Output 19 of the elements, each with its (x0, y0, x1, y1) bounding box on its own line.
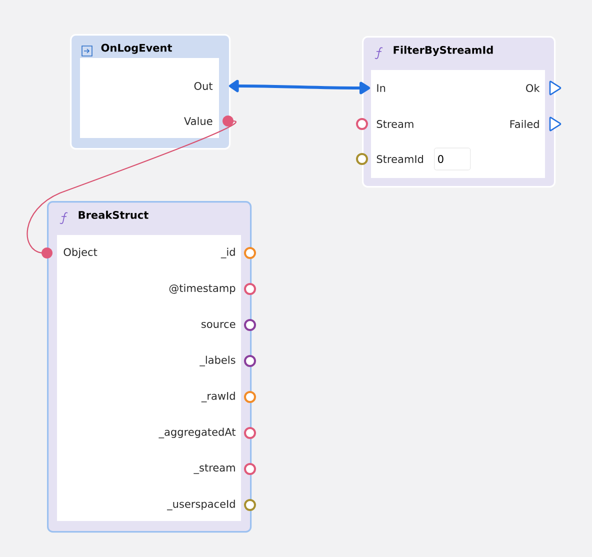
port-label: _rawId (201, 392, 235, 402)
port-label: source (202, 322, 236, 328)
connector (26, 120, 236, 254)
port-label: StreamId (376, 154, 423, 164)
port-label: Stream (376, 120, 414, 128)
connector (229, 80, 370, 94)
input-field: 0 (434, 148, 471, 170)
port-label: @timestamp (169, 284, 236, 294)
port-label: _userspaceId (166, 500, 235, 510)
port-label: Out (194, 82, 213, 90)
port-label: _stream (194, 464, 235, 474)
port-label: _id (220, 248, 235, 258)
port-label: Failed (510, 120, 539, 128)
port-label: Value (184, 116, 212, 126)
port-label: In (377, 84, 386, 92)
port-label: _aggregatedAt (158, 428, 236, 438)
port-label: _labels (200, 356, 236, 366)
port-label: Ok (526, 84, 540, 92)
port-label: Object (64, 248, 98, 258)
